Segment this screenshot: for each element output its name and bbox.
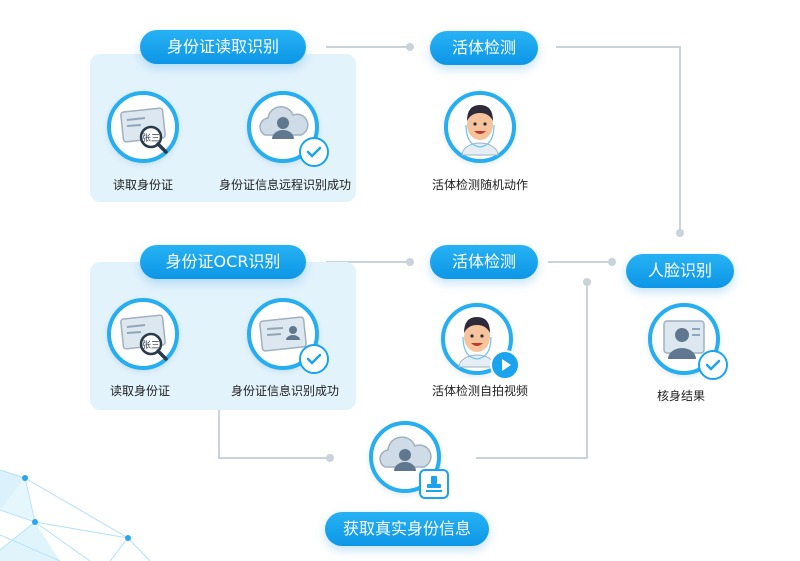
ocr-remote-title: 身份证读取识别: [140, 30, 306, 64]
liveness-title-middle: 活体检测: [430, 245, 538, 279]
check-icon: [299, 137, 329, 167]
ocr-local-title: 身份证OCR识别: [140, 245, 306, 279]
ocr-success-caption: 身份证信息识别成功: [230, 384, 340, 398]
network-decoration: [0, 469, 151, 561]
get-identity-title: 获取真实身份信息: [325, 512, 489, 546]
svg-text:张三: 张三: [142, 340, 160, 351]
play-icon: [490, 350, 520, 380]
liveness-title-top: 活体检测: [430, 31, 538, 65]
id-card-magnifier-icon: 张三: [107, 298, 179, 370]
check-icon: [299, 344, 329, 374]
read-id-card-caption: 读取身份证: [112, 178, 174, 192]
id-card-magnifier-icon: 张三: [107, 91, 179, 163]
face-avatar-icon: [444, 91, 516, 163]
svg-text:张三: 张三: [142, 133, 160, 144]
liveness-random-caption: 活体检测随机动作: [431, 178, 529, 192]
verification-result-caption: 核身结果: [656, 389, 706, 403]
read-id-card-caption: 读取身份证: [109, 384, 171, 398]
stamp-icon: [419, 469, 449, 499]
verified-person-icon: [648, 303, 720, 375]
check-icon: [698, 350, 728, 380]
remote-success-caption: 身份证信息远程识别成功: [218, 178, 352, 192]
liveness-video-caption: 活体检测自拍视频: [431, 384, 529, 398]
face-recognition-title: 人脸识别: [626, 254, 734, 288]
